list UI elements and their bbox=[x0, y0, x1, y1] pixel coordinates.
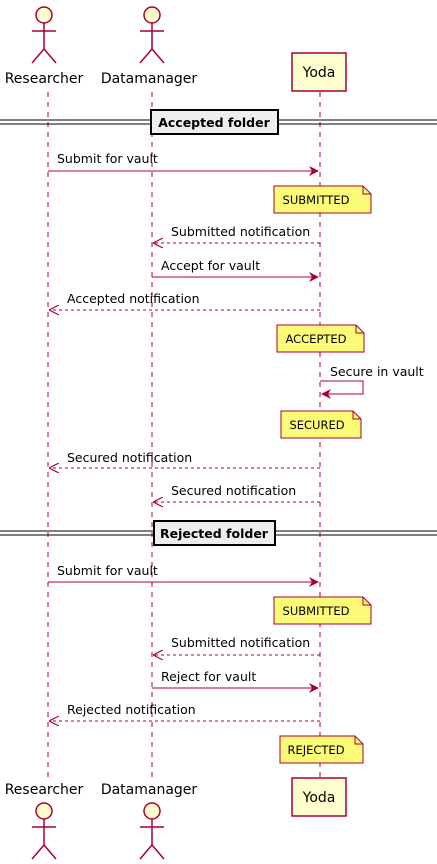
datamanager-label: Datamanager bbox=[101, 71, 198, 87]
message-label: Accept for vault bbox=[161, 258, 260, 273]
researcher-actor-top[interactable]: Researcher bbox=[5, 6, 84, 87]
message-arrow: Accept for vault bbox=[152, 258, 319, 282]
researcher-head-icon bbox=[35, 802, 53, 820]
message-label: Submit for vault bbox=[57, 151, 158, 166]
note-label: REJECTED bbox=[287, 743, 344, 757]
message-arrow: Secured notification bbox=[154, 483, 320, 502]
message-label: Submitted notification bbox=[171, 635, 310, 650]
divider-label: Rejected folder bbox=[160, 526, 269, 541]
note-rejected: REJECTED bbox=[279, 735, 364, 764]
message-arrow: Secured notification bbox=[50, 450, 320, 468]
message-arrow: Submitted notification bbox=[154, 635, 320, 655]
note-label: SUBMITTED bbox=[283, 604, 350, 618]
note-secured: SECURED bbox=[280, 410, 362, 439]
yoda-participant-top[interactable]: Yoda bbox=[291, 52, 347, 92]
researcher-actor-bottom[interactable]: Researcher bbox=[5, 782, 84, 860]
researcher-head-icon bbox=[35, 6, 53, 24]
message-label: Reject for vault bbox=[161, 669, 256, 684]
researcher-label: Researcher bbox=[5, 782, 84, 798]
message-label: Rejected notification bbox=[67, 702, 196, 717]
yoda-label: Yoda bbox=[302, 65, 336, 81]
note-submitted: SUBMITTED bbox=[273, 596, 372, 625]
note-accepted: ACCEPTED bbox=[276, 324, 365, 353]
note-label: SECURED bbox=[289, 418, 344, 432]
yoda-participant-bottom[interactable]: Yoda bbox=[291, 777, 347, 817]
divider-rejected-folder: Rejected folder bbox=[0, 520, 437, 546]
datamanager-actor-bottom[interactable]: Datamanager bbox=[101, 782, 198, 860]
yoda-box bbox=[291, 52, 347, 92]
message-arrow: Accepted notification bbox=[50, 291, 320, 310]
message-arrow: Submit for vault bbox=[48, 151, 319, 176]
message-label: Submitted notification bbox=[171, 224, 310, 239]
datamanager-head-icon bbox=[143, 802, 161, 820]
message-label: Secure in vault bbox=[330, 364, 424, 379]
message-arrow: Submitted notification bbox=[154, 224, 320, 243]
datamanager-actor-top[interactable]: Datamanager bbox=[101, 6, 198, 87]
researcher-label: Researcher bbox=[5, 71, 84, 87]
message-arrow: Reject for vault bbox=[152, 669, 319, 693]
yoda-box bbox=[291, 777, 347, 817]
yoda-label: Yoda bbox=[302, 790, 336, 806]
self-message-arrow: Secure in vault bbox=[320, 364, 424, 399]
datamanager-head-icon bbox=[143, 6, 161, 24]
message-arrow: Rejected notification bbox=[50, 702, 320, 721]
note-label: SUBMITTED bbox=[283, 193, 350, 207]
message-label: Secured notification bbox=[67, 450, 192, 465]
note-label: ACCEPTED bbox=[285, 332, 346, 346]
divider-accepted-folder: Accepted folder bbox=[0, 109, 437, 135]
message-label: Accepted notification bbox=[67, 291, 200, 306]
message-arrow: Submit for vault bbox=[48, 563, 319, 587]
divider-label: Accepted folder bbox=[158, 115, 270, 130]
datamanager-label: Datamanager bbox=[101, 782, 198, 798]
message-label: Secured notification bbox=[171, 483, 296, 498]
note-submitted: SUBMITTED bbox=[273, 185, 372, 214]
message-label: Submit for vault bbox=[57, 563, 158, 578]
